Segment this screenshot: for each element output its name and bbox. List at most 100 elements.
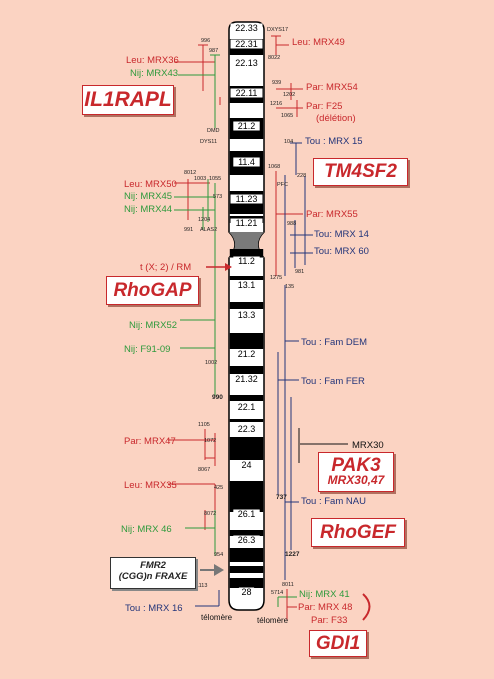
label-tou-mrx60: Tou: MRX 60 [314, 246, 369, 257]
label-nij-mrx43: Nij: MRX43 [130, 68, 178, 79]
label-leu-mrx35: Leu: MRX35 [124, 480, 177, 491]
band-block-dark [229, 566, 264, 573]
label-leu-mrx36: Leu: MRX36 [126, 55, 179, 66]
band-block-dark [229, 548, 264, 562]
marker-label: 1068 [268, 164, 280, 170]
gdi1-bracket [362, 593, 371, 621]
band-label-bg [238, 587, 255, 597]
band-label: 22.11 [236, 88, 258, 98]
marker-label: 8067 [198, 467, 210, 473]
band-label: 22.33 [235, 23, 258, 33]
band-block-dark [229, 419, 264, 422]
band-label-bg [230, 23, 263, 33]
marker-label: 1003 [194, 176, 206, 182]
marker-label: 1105 [198, 422, 210, 428]
gene-il1rapl: IL1RAPL [84, 88, 172, 111]
band-label: 11.21 [236, 218, 258, 228]
band-label: 21.2 [238, 121, 256, 131]
band-label-bg [233, 424, 260, 434]
marker-label: 1113 [196, 583, 207, 589]
marker-label: 8072 [204, 511, 216, 517]
gene-box-fmr2: FMR2 (CGG)n FRAXE [110, 557, 196, 589]
marker-label: DXYS17 [267, 27, 288, 33]
marker-label: 1072 [204, 438, 216, 444]
band-label-bg [230, 88, 263, 98]
band-label: 11.2 [238, 256, 255, 266]
marker-label: 996 [201, 38, 210, 44]
band-label-bg [230, 218, 263, 228]
band-block-dark [229, 578, 264, 588]
label-translocation: t (X; 2) / RM [140, 262, 191, 273]
label-par-mrx54: Par: MRX54 [306, 82, 358, 93]
label-deletion: (délétion) [316, 113, 356, 124]
label-telomere-right: télomère [257, 616, 289, 625]
band-label: 21.32 [235, 374, 258, 384]
gene-box-tm4sf2: TM4SF2 [313, 158, 408, 186]
band-label: 28 [241, 587, 251, 597]
band-label-bg [230, 194, 263, 204]
band-label: 13.1 [238, 280, 256, 290]
band-label-bg [230, 39, 263, 49]
marker-label: 1202 [283, 92, 295, 98]
label-tou-mrx15: Tou : MRX 15 [305, 136, 363, 147]
marker-label: 5714 [271, 590, 283, 596]
band-label-bg [233, 509, 260, 519]
label-par-mrx55: Par: MRX55 [306, 209, 358, 220]
label-tou-fam-fer: Tou : Fam FER [301, 376, 365, 387]
marker-label: 425 [214, 485, 223, 491]
band-block-dark [229, 437, 264, 460]
band-label-bg [233, 280, 260, 290]
marker-label: 573 [213, 194, 222, 200]
gene-box-rhogef: RhoGEF [311, 518, 405, 547]
marker-label: 990 [212, 394, 223, 401]
band-label: 22.1 [238, 402, 256, 412]
marker-label: 939 [272, 80, 281, 86]
gene-pak3-sub: MRX30,47 [327, 473, 385, 487]
label-leu-mrx49: Leu: MRX49 [292, 37, 345, 48]
band-block-dark [229, 249, 264, 257]
marker-label: 8012 [184, 170, 196, 176]
label-tou-mrx16: Tou : MRX 16 [125, 603, 183, 614]
chromosome-x: 22.3322.3122.1322.1121.211.411.2311.2111… [228, 21, 265, 611]
label-nij-mrx46: Nij: MRX 46 [121, 524, 172, 535]
marker-label: 981 [295, 269, 304, 275]
marker-label: 8011 [282, 582, 294, 588]
label-par-mrx48: Par: MRX 48 [298, 602, 352, 613]
fmr2-arrow-head [214, 564, 224, 576]
label-nij-mrx52: Nij: MRX52 [129, 320, 177, 331]
marker-label: PFC [277, 182, 288, 188]
label-nij-mrx41: Nij: MRX 41 [299, 589, 350, 600]
marker-label: ALAS2 [200, 227, 217, 233]
band-label: 24 [241, 460, 251, 470]
band-block-dark [229, 276, 264, 280]
band-block-dark [229, 395, 264, 401]
band-label: 22.3 [238, 424, 256, 434]
gene-gdi1: GDI1 [315, 632, 361, 654]
marker-label: 954 [214, 552, 223, 558]
gene-tm4sf2: TM4SF2 [324, 161, 397, 182]
label-nij-mrx45: Nij: MRX45 [124, 191, 172, 202]
label-telomere-left: télomère [201, 613, 233, 622]
band-label: 11.4 [238, 157, 255, 167]
marker-label: 1275 [270, 275, 282, 281]
gene-rhogap: RhoGAP [113, 279, 192, 301]
marker-label: 988 [287, 221, 296, 227]
band-label: 26.1 [238, 509, 256, 519]
marker-label: 1055 [209, 176, 221, 182]
marker-label: 1216 [270, 101, 282, 107]
marker-label: DMD [207, 128, 220, 134]
gene-box-gdi1: GDI1 [309, 630, 367, 657]
label-par-f33: Par: F33 [311, 615, 347, 626]
band-label-bg [230, 374, 263, 384]
label-tou-fam-nau: Tou : Fam NAU [301, 496, 366, 507]
label-tou-fam-dem: Tou : Fam DEM [301, 337, 367, 348]
label-mrx30: MRX30 [352, 440, 384, 451]
marker-label: 228 [297, 173, 306, 179]
band-label-bg [233, 157, 260, 167]
gene-box-il1rapl: IL1RAPL [82, 85, 174, 115]
band-block-dark [229, 333, 264, 349]
marker-label: 135 [285, 284, 294, 290]
marker-label: 1204 [198, 217, 210, 223]
marker-label: 104 [284, 139, 293, 145]
